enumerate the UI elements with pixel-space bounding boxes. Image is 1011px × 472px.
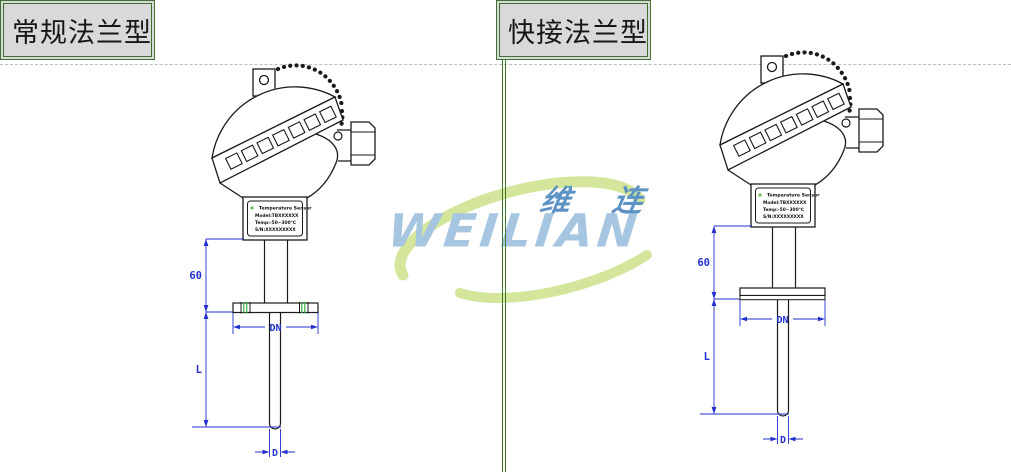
flange-quick: DN	[739, 287, 826, 326]
dim-ext-line	[232, 313, 319, 334]
panel-label-quick-flange: 快接法兰型	[496, 0, 651, 60]
dim-ext-line	[739, 300, 826, 326]
watermark-swoosh-icon	[394, 176, 652, 303]
dim-arrow	[233, 324, 240, 330]
sensor-diagram-regular-flange: DN	[189, 65, 375, 459]
panel-label-quick-flange-text: 快接法兰型	[499, 3, 648, 57]
sensor-diagram-quick-flange: DN	[697, 52, 883, 446]
panel-label-regular-flange: 常规法兰型	[0, 0, 155, 60]
flange-plate	[232, 302, 319, 314]
clamp-flange-plate	[739, 287, 826, 297]
flange-bolt-lines	[240, 302, 309, 314]
dim-arrow	[740, 316, 747, 322]
panel-label-regular-flange-text: 常规法兰型	[3, 3, 152, 57]
clamp-flange-lip	[739, 295, 826, 301]
dim-DN-label: DN	[269, 323, 281, 334]
flange-bolt-hole-marks	[243, 302, 306, 314]
flange-regular: DN	[232, 302, 319, 334]
dim-arrow	[311, 324, 318, 330]
dim-arrow	[818, 316, 825, 322]
dim-DN-label: DN	[776, 315, 788, 326]
panel-divider-line	[502, 0, 506, 472]
